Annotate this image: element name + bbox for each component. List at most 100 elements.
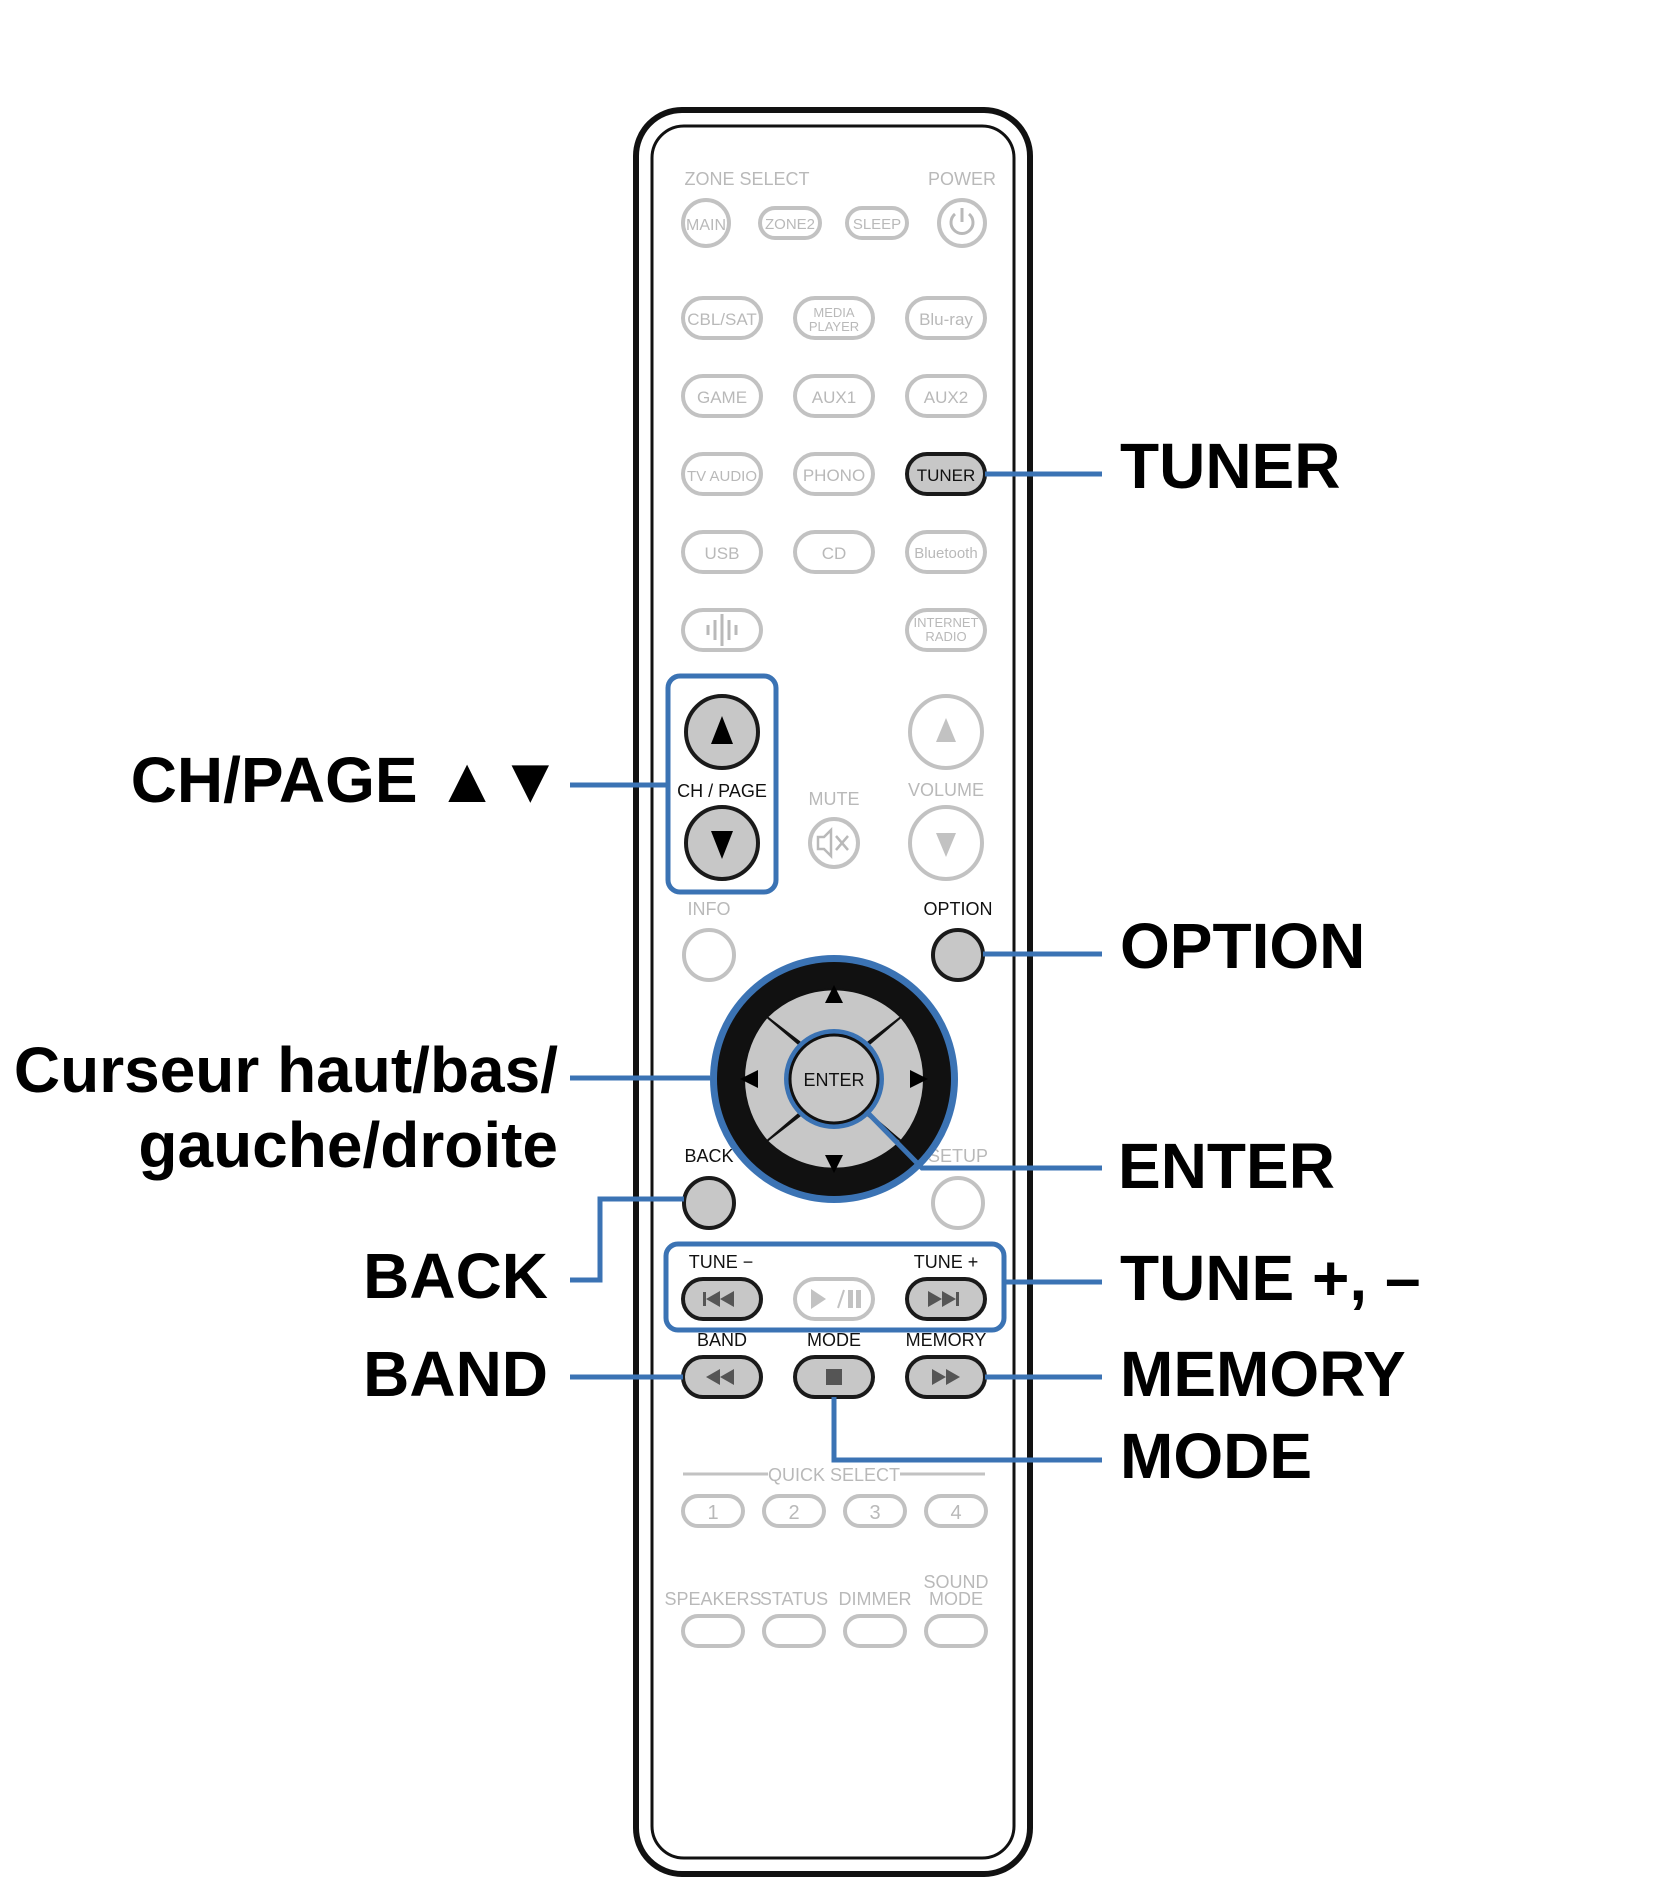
memory-button[interactable] [905,1355,987,1399]
play-pause-icon [811,1289,861,1309]
aux1-button[interactable]: AUX1 [793,374,875,418]
mode-button[interactable] [793,1355,875,1399]
status-button[interactable] [762,1614,826,1648]
sound-mode-label-line1: SOUND [923,1572,988,1592]
back-button[interactable] [682,1176,736,1230]
tune-minus-button[interactable] [681,1277,763,1321]
svg-text:TV AUDIO: TV AUDIO [687,468,757,485]
dimmer-button[interactable] [843,1614,907,1648]
cbl-sat-button[interactable]: CBL/SAT [681,296,763,340]
heos-button[interactable] [681,608,763,652]
usb-button[interactable]: USB [681,530,763,574]
sleep-button[interactable]: SLEEP [845,206,909,240]
svg-text:CBL/SAT: CBL/SAT [687,310,757,329]
tune-highlight [663,1241,1007,1333]
arrow-right-icon [910,1070,928,1088]
quick-select-2-button[interactable]: 2 [762,1494,826,1528]
svg-text:PHONO: PHONO [803,466,865,485]
power-button[interactable] [937,198,987,248]
speakers-button[interactable] [681,1614,745,1648]
triangle-down-icon [711,831,733,859]
svg-text:PLAYER: PLAYER [809,319,859,334]
bluray-button[interactable]: Blu-ray [905,296,987,340]
svg-text:3: 3 [869,1502,880,1524]
mode-label: MODE [807,1330,861,1350]
dimmer-label: DIMMER [839,1589,912,1609]
tune-minus-label: TUNE − [689,1252,754,1272]
tuner-button[interactable]: TUNER [905,452,987,496]
leader-mode [831,1397,1102,1463]
callout-cursor-line1: Curseur haut/bas/ [14,1034,558,1106]
ch-page-label: CH / PAGE [677,781,767,801]
volume-label: VOLUME [908,780,984,800]
skip-back-icon [703,1291,734,1307]
cd-button[interactable]: CD [793,530,875,574]
ch-page-down-button[interactable] [684,805,760,881]
tv-audio-button[interactable]: TV AUDIO [681,452,763,496]
internet-radio-button[interactable]: INTERNET RADIO [905,608,987,652]
band-button[interactable] [681,1355,763,1399]
media-player-button[interactable]: MEDIA PLAYER [793,296,875,340]
callout-ch-page: CH/PAGE ▲▼ [131,744,562,816]
sound-mode-label-line2: MODE [929,1589,983,1609]
info-button[interactable] [682,928,736,982]
game-button[interactable]: GAME [681,374,763,418]
cursor-pad: ENTER [710,955,958,1203]
callout-tune: TUNE +, – [1120,1242,1421,1314]
rewind-icon [706,1369,734,1385]
svg-text:Blu-ray: Blu-ray [919,310,973,329]
callout-cursor-line2: gauche/droite [138,1109,558,1181]
svg-text:2: 2 [788,1502,799,1524]
svg-text:MEDIA: MEDIA [813,305,855,320]
phono-button[interactable]: PHONO [793,452,875,496]
triangle-up-icon [936,718,956,742]
sound-mode-button[interactable] [924,1614,988,1648]
callout-enter: ENTER [1118,1130,1335,1202]
tune-plus-label: TUNE + [914,1252,979,1272]
skip-forward-icon [928,1291,959,1307]
leader-lines [570,471,1102,1463]
svg-text:ENTER: ENTER [803,1070,864,1090]
enter-button[interactable]: ENTER [788,1033,880,1125]
svg-text:GAME: GAME [697,388,747,407]
fast-forward-icon [932,1369,960,1385]
svg-text:1: 1 [707,1502,718,1524]
volume-up-button[interactable] [908,694,984,770]
speakers-label: SPEAKERS [664,1589,761,1609]
mute-label: MUTE [809,789,860,809]
aux2-button[interactable]: AUX2 [905,374,987,418]
callout-memory: MEMORY [1120,1338,1406,1410]
bluetooth-button[interactable]: Bluetooth [905,530,987,574]
volume-down-button[interactable] [908,805,984,881]
quick-select-label: QUICK SELECT [768,1465,900,1485]
quick-select-1-button[interactable]: 1 [681,1494,745,1528]
mute-button[interactable] [808,817,860,869]
svg-text:CD: CD [822,544,847,563]
zone2-button[interactable]: ZONE2 [758,206,822,240]
band-label: BAND [697,1330,747,1350]
leader-back [570,1196,684,1283]
quick-select-4-button[interactable]: 4 [924,1494,988,1528]
svg-text:AUX1: AUX1 [812,388,856,407]
svg-text:USB: USB [705,544,740,563]
arrow-left-icon [740,1070,758,1088]
triangle-up-icon [711,716,733,744]
main-button[interactable]: MAIN [681,198,731,248]
arrow-down-icon [825,1155,843,1173]
triangle-down-icon [936,833,956,857]
stop-icon [826,1369,842,1385]
back-label: BACK [684,1146,733,1166]
option-label: OPTION [923,899,992,919]
power-icon [949,208,975,235]
tune-plus-button[interactable] [905,1277,987,1321]
svg-text:INTERNET: INTERNET [914,615,979,630]
setup-button[interactable] [931,1176,985,1230]
svg-text:AUX2: AUX2 [924,388,968,407]
ch-page-up-button[interactable] [684,694,760,770]
svg-text:RADIO: RADIO [925,629,966,644]
callout-option: OPTION [1120,910,1365,982]
play-pause-button[interactable] [793,1277,875,1321]
option-button[interactable] [931,928,985,982]
quick-select-3-button[interactable]: 3 [843,1494,907,1528]
